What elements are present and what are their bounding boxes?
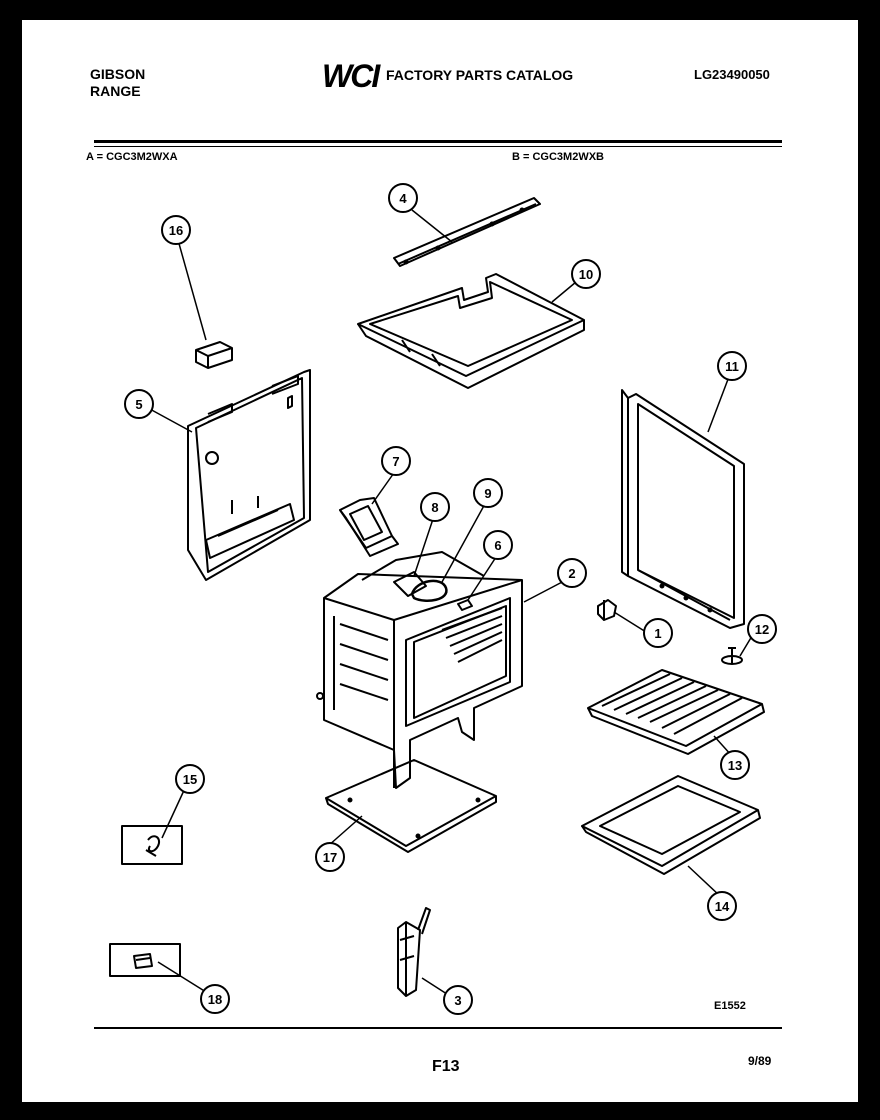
product-type: RANGE bbox=[90, 83, 141, 99]
leader-lines bbox=[147, 209, 753, 997]
callout-16: 16 bbox=[169, 223, 183, 238]
part-3-hinge bbox=[397, 907, 431, 997]
part-12-leveler bbox=[721, 647, 743, 665]
callout-14: 14 bbox=[715, 899, 730, 914]
part-14-broiler-pan bbox=[581, 775, 761, 875]
document-number: LG23490050 bbox=[694, 67, 770, 82]
callout-10: 10 bbox=[579, 267, 593, 282]
callout-13: 13 bbox=[728, 758, 742, 773]
callout-12: 12 bbox=[755, 622, 769, 637]
page-number: F13 bbox=[432, 1058, 460, 1075]
exploded-parts-diagram: 4 10 16 5 7 8 9 6 2 11 1 12 13 14 17 15 … bbox=[109, 183, 777, 1015]
callout-3: 3 bbox=[454, 993, 461, 1008]
part-2-oven-body bbox=[316, 551, 523, 789]
part-1-knob bbox=[597, 599, 617, 621]
catalog-sheet: GIBSON RANGE WCI FACTORY PARTS CATALOG L… bbox=[22, 20, 858, 1102]
callout-2: 2 bbox=[568, 566, 575, 581]
part-17-bottom-panel bbox=[325, 759, 497, 853]
model-b-label: B = CGC3M2WXB bbox=[512, 151, 604, 163]
part-18-terminal bbox=[109, 943, 181, 977]
part-7-vent-duct bbox=[339, 497, 399, 557]
part-16-bracket bbox=[195, 341, 233, 369]
callout-6: 6 bbox=[494, 538, 501, 553]
brand-name: GIBSON bbox=[90, 66, 146, 82]
part-4-trim-strip bbox=[393, 197, 541, 267]
callout-17: 17 bbox=[323, 850, 337, 865]
part-13-oven-rack bbox=[587, 669, 765, 755]
callout-15: 15 bbox=[183, 772, 197, 787]
illustration-code: E1552 bbox=[714, 1000, 746, 1012]
header-rule-thin bbox=[94, 146, 782, 147]
part-15-wire-clip bbox=[121, 825, 183, 865]
callout-numbers: 4 10 16 5 7 8 9 6 2 11 1 12 13 14 17 15 … bbox=[135, 191, 769, 1008]
callout-9: 9 bbox=[484, 486, 491, 501]
catalog-title: FACTORY PARTS CATALOG bbox=[386, 67, 574, 83]
callout-11: 11 bbox=[725, 359, 739, 374]
model-a-label: A = CGC3M2WXA bbox=[86, 151, 178, 163]
callout-8: 8 bbox=[431, 500, 438, 515]
revision-date: 9/89 bbox=[748, 1054, 772, 1068]
callout-7: 7 bbox=[392, 454, 399, 469]
footer-rule bbox=[94, 1027, 782, 1029]
callout-5: 5 bbox=[135, 397, 142, 412]
wci-logo: WCI bbox=[322, 58, 380, 94]
header-rule bbox=[94, 140, 782, 143]
part-11-door-frame bbox=[621, 389, 745, 629]
part-6-clip bbox=[457, 599, 473, 611]
callout-1: 1 bbox=[654, 626, 661, 641]
callout-18: 18 bbox=[208, 992, 222, 1007]
callout-4: 4 bbox=[399, 191, 407, 206]
callout-circles bbox=[124, 183, 777, 1015]
part-5-back-panel bbox=[187, 369, 311, 581]
brand-block: GIBSON RANGE bbox=[90, 66, 145, 100]
part-10-top-panel bbox=[357, 273, 585, 389]
